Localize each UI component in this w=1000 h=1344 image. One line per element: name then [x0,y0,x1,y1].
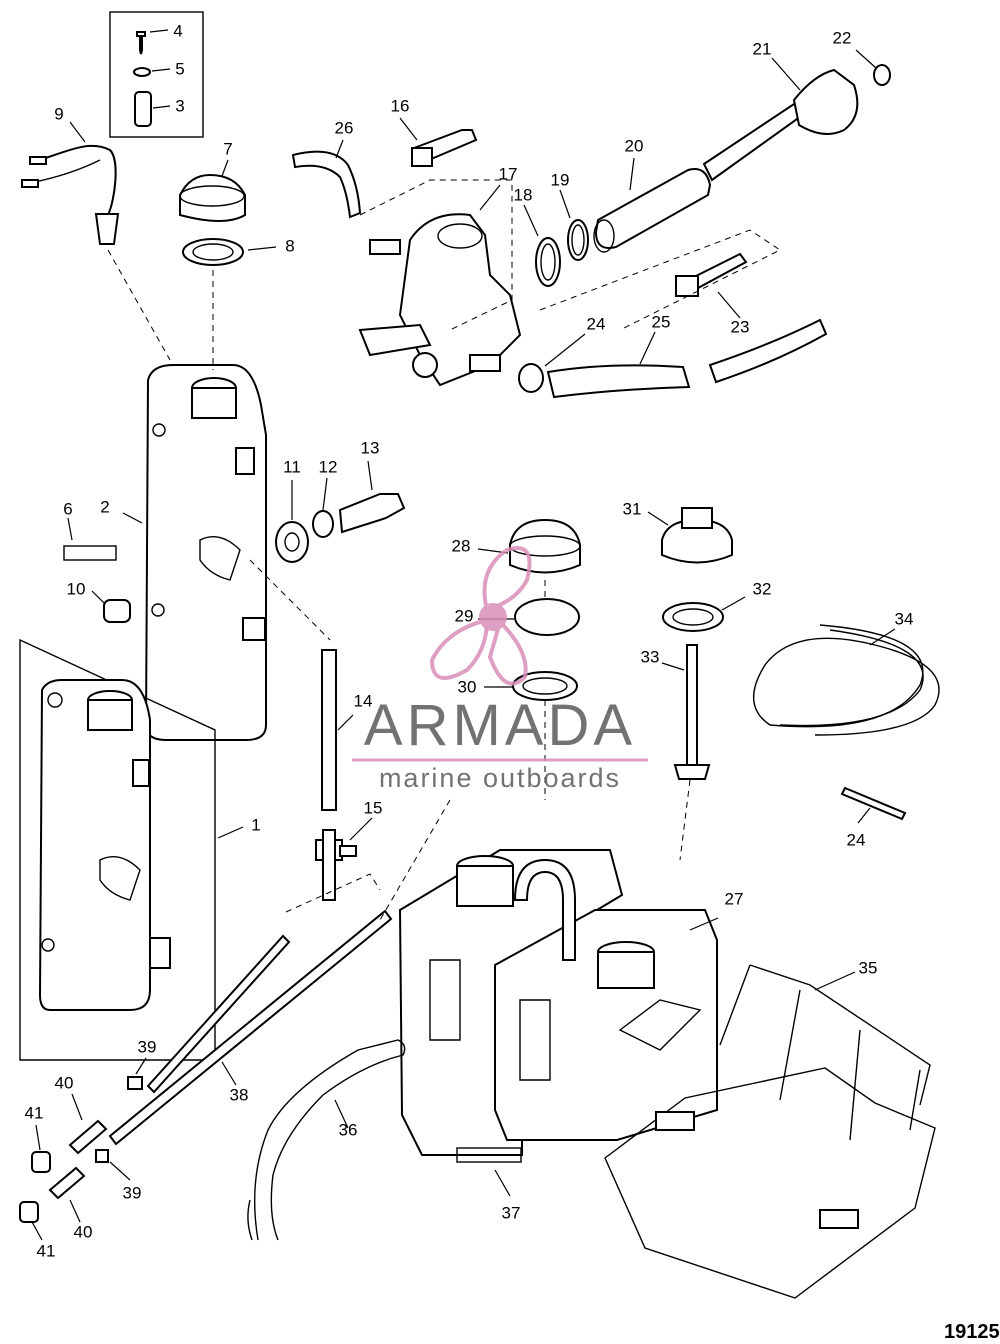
callout-13: 13 [361,438,380,457]
callout-31: 31 [623,499,642,518]
callout-40: 40 [55,1073,74,1092]
callout-36: 36 [339,1120,358,1139]
callout-35: 35 [859,958,878,977]
part-9-sender-wire [21,121,120,245]
callout-26: 26 [335,118,354,137]
part-19-o-ring [559,189,589,261]
part-2-oil-tank [122,364,267,741]
callout-32: 32 [753,579,772,598]
callout-17: 17 [499,164,518,183]
part-5-washer [133,67,151,77]
callout-2: 2 [100,497,109,516]
part-10-grommet [91,590,131,623]
part-40b-connector [48,1166,86,1223]
part-27-fuel-tank [398,849,719,1156]
callout-29: 29 [455,606,474,625]
part-35-tank-bracket [604,964,936,1299]
callout-7: 7 [223,139,232,158]
callout-labels: 4 5 3 9 7 8 16 26 17 18 19 20 21 22 23 2… [25,21,914,1260]
callout-39: 39 [138,1037,157,1056]
part-6-decal [63,517,117,561]
part-25-hose [546,318,828,399]
propeller-logo [429,546,532,686]
callout-40b: 40 [74,1222,93,1241]
part-22-cap [855,49,891,86]
callout-20: 20 [625,136,644,155]
callout-41b: 41 [37,1241,56,1260]
part-18-o-ring [523,204,561,287]
part-7-fill-cap [179,159,246,222]
callout-14: 14 [354,691,373,710]
callout-1: 1 [251,815,260,834]
part-34-fuel-line [752,624,940,736]
part-41b-cap [19,1201,43,1241]
part-12-washer [312,477,334,538]
callout-25: 25 [652,312,671,331]
callout-15: 15 [364,798,383,817]
callout-21: 21 [753,39,772,58]
callout-30: 30 [458,677,477,696]
callout-24b: 24 [847,830,866,849]
part-37-decal [456,1147,522,1197]
callout-10: 10 [67,579,86,598]
part-26-hose [291,139,362,219]
part-14-pickup-tube [321,649,354,811]
part-20-filter [593,157,712,253]
callout-6: 6 [63,499,72,518]
callout-23: 23 [731,317,750,336]
part-36-hold-down-strap [247,1039,406,1241]
callout-38: 38 [230,1085,249,1104]
part-17-fuel-pump [358,179,522,387]
alignment-lines [107,249,691,861]
part-24-clamp [518,333,586,393]
callout-27: 27 [725,889,744,908]
callout-3: 3 [175,96,184,115]
part-39-clamp [127,1057,147,1090]
watermark-brand: ARMADA [364,693,636,758]
part-13-bolt [338,460,406,534]
part-38-fuel-hose [108,799,451,1146]
callout-39b: 39 [123,1183,142,1202]
part-40-connector [68,1093,108,1155]
callout-9: 9 [54,104,63,123]
part-31-gauge-cap [647,507,733,564]
callout-8: 8 [285,236,294,255]
callout-33: 33 [641,647,660,666]
part-41-cap [31,1124,51,1173]
callout-11: 11 [283,457,301,476]
drawing-number: 19125 [944,1321,1000,1343]
callout-16: 16 [391,96,410,115]
callout-18: 18 [514,185,533,204]
callout-24: 24 [587,314,606,333]
callout-28: 28 [452,536,471,555]
callout-37: 37 [502,1203,521,1222]
armada-watermark: ARMADA marine outboards [352,546,648,793]
part-3-sleeve [134,91,152,127]
part-11-grommet [275,480,309,563]
part-15-fitting [315,817,373,901]
callout-41: 41 [25,1103,44,1122]
hardware-inset [109,11,204,138]
part-32-gasket [662,596,746,632]
callout-4: 4 [173,21,182,40]
watermark-tagline: marine outboards [379,763,621,793]
callout-22: 22 [833,28,852,47]
part-21-primer [702,57,859,182]
callout-19: 19 [551,170,570,189]
part-39b-clamp [95,1149,131,1181]
part-23-bolt [539,229,781,331]
callout-12: 12 [319,457,338,476]
callout-34: 34 [895,609,914,628]
part-16-bolt [399,117,478,167]
part-4-screw [136,31,146,55]
part-24b-clamp [840,786,907,824]
part-8-cap-gasket [182,238,277,266]
callout-5: 5 [175,59,184,78]
part-33-fuel-gauge [661,644,711,780]
